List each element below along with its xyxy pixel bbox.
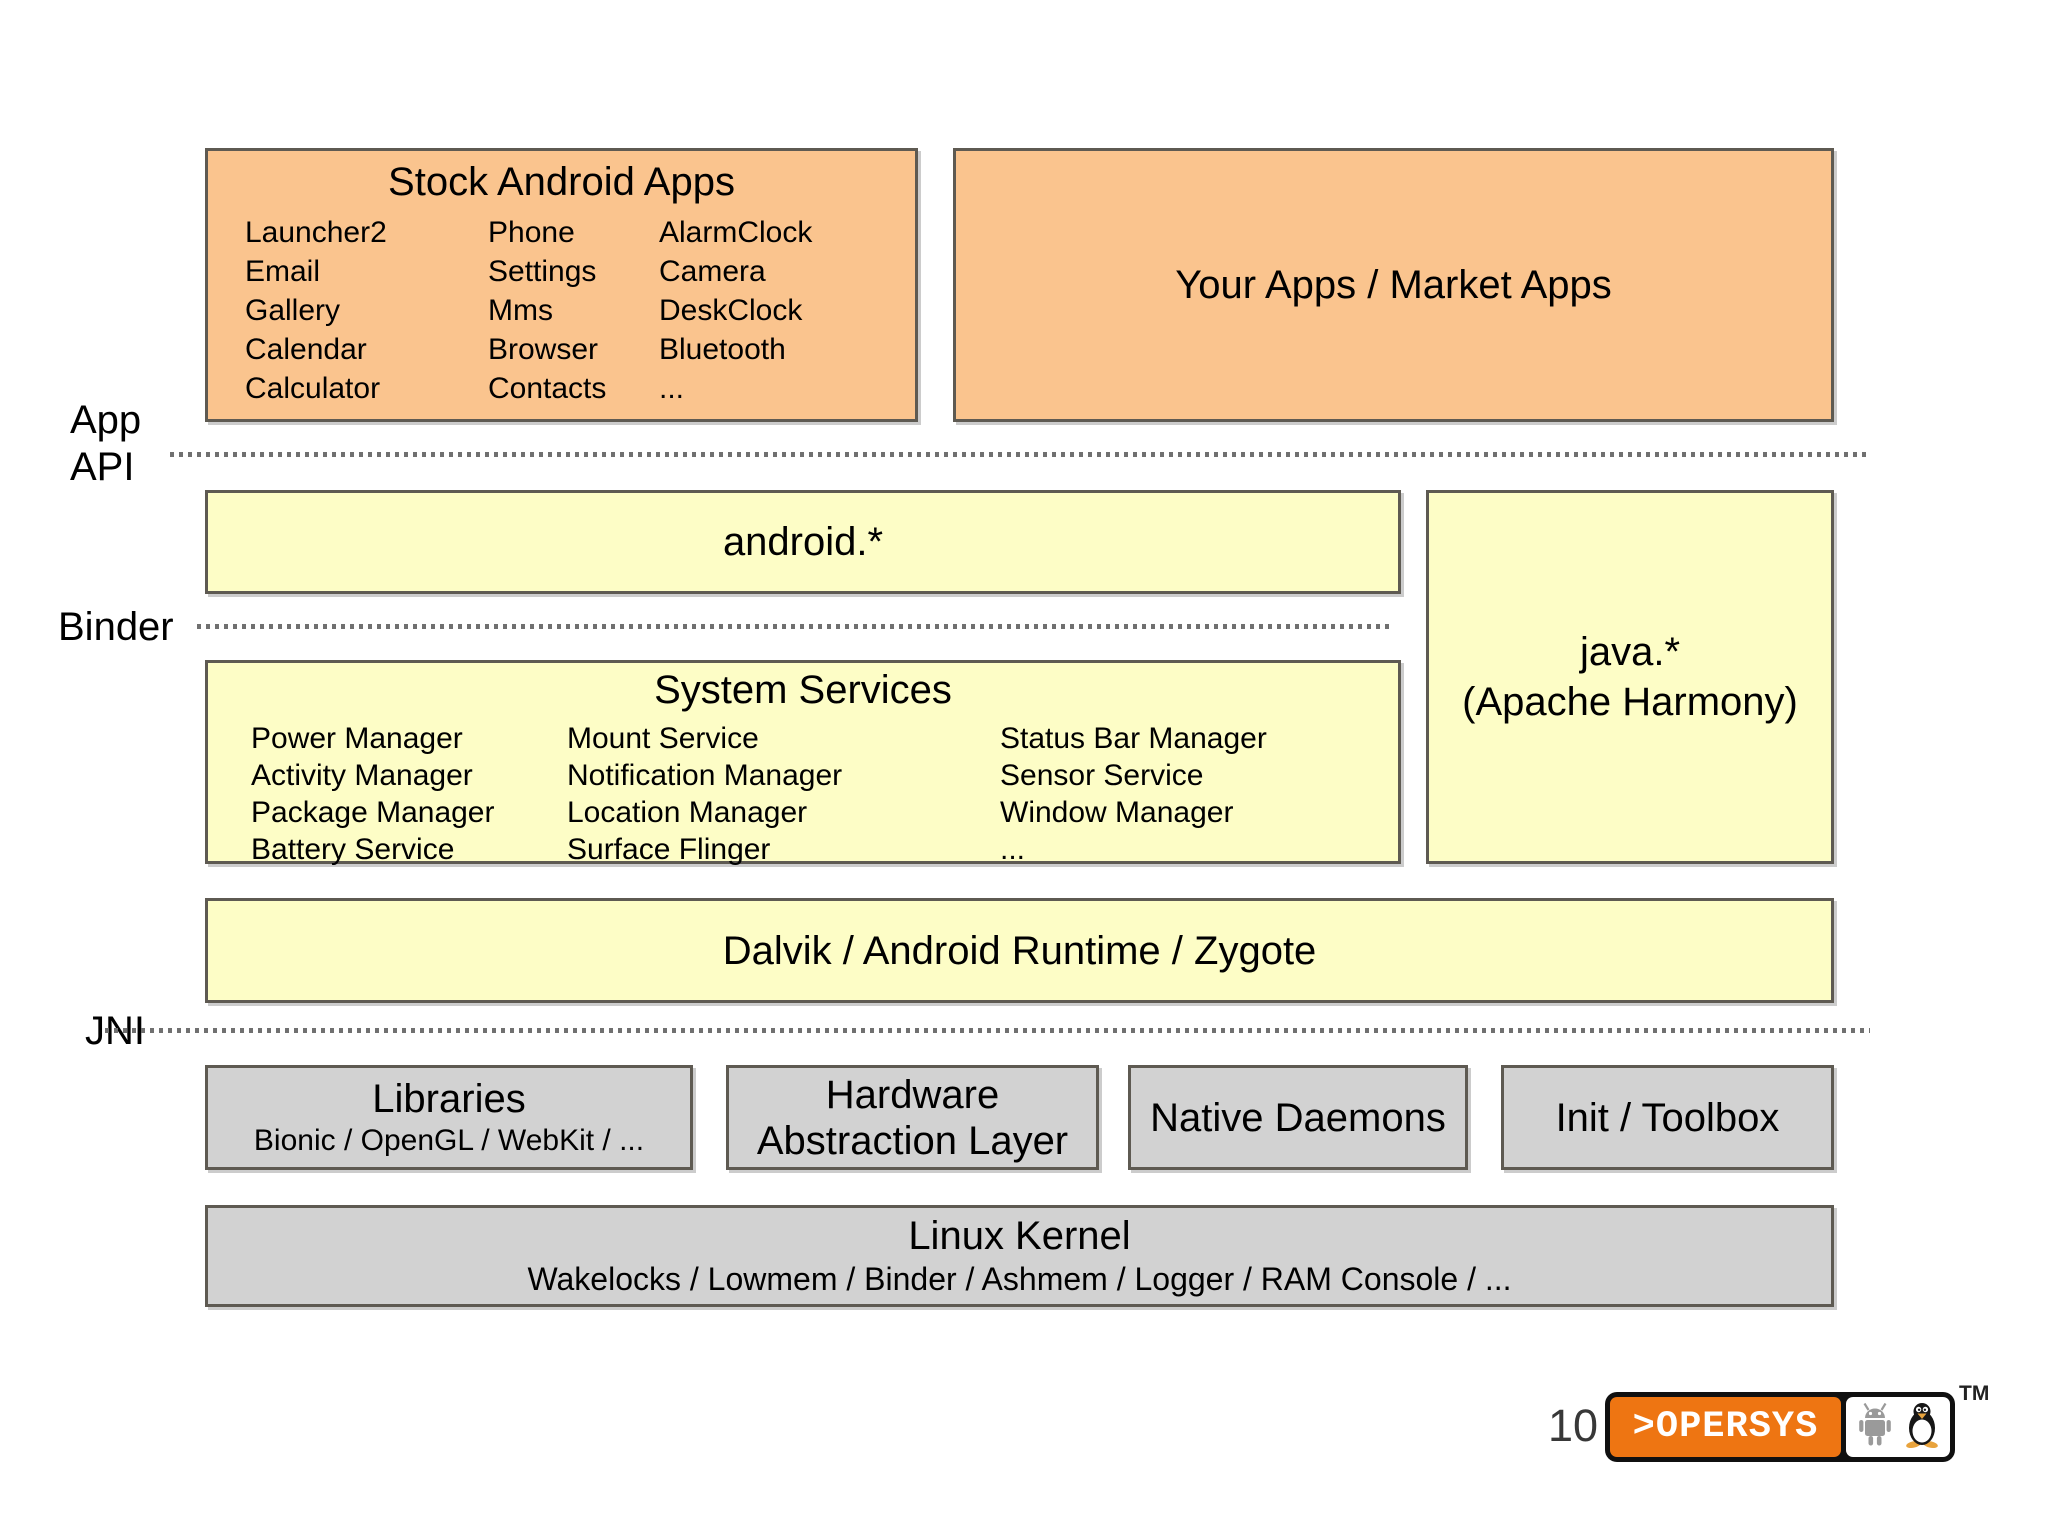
list-item: ... xyxy=(659,372,685,405)
list-item: Sensor Service xyxy=(1000,759,1204,792)
list-item: Browser xyxy=(488,333,599,366)
dalvik-runtime-box: Dalvik / Android Runtime / Zygote xyxy=(205,898,1834,1003)
list-item: Power Manager xyxy=(251,722,463,755)
native-daemons-box: Native Daemons xyxy=(1128,1065,1468,1170)
list-item: Notification Manager xyxy=(567,759,843,792)
java-api-title-line2: (Apache Harmony) xyxy=(1462,680,1798,724)
init-toolbox-title: Init / Toolbox xyxy=(1555,1095,1780,1140)
trademark-label: TM xyxy=(1959,1382,1990,1405)
opersys-logo-text: >OPERSYS xyxy=(1610,1397,1841,1457)
init-toolbox-box: Init / Toolbox xyxy=(1501,1065,1834,1170)
list-item: Battery Service xyxy=(251,833,455,866)
list-item: Calendar xyxy=(245,333,367,366)
list-item: Surface Flinger xyxy=(567,833,771,866)
list-item: Mount Service xyxy=(567,722,759,755)
linux-kernel-title: Linux Kernel xyxy=(908,1214,1131,1258)
java-api-box: java.* (Apache Harmony) xyxy=(1426,490,1834,864)
libraries-box: Libraries Bionic / OpenGL / WebKit / ... xyxy=(205,1065,693,1170)
dalvik-runtime-title: Dalvik / Android Runtime / Zygote xyxy=(722,928,1317,973)
stock-android-apps-title: Stock Android Apps xyxy=(388,160,735,204)
list-item: Activity Manager xyxy=(251,759,473,792)
opersys-logo-icons xyxy=(1846,1397,1950,1457)
list-item: Contacts xyxy=(488,372,607,405)
label-app-api-line1: App xyxy=(70,398,142,442)
app-api-separator-line xyxy=(170,452,1870,457)
linux-kernel-box: Linux Kernel Wakelocks / Lowmem / Binder… xyxy=(205,1205,1834,1307)
label-binder: Binder xyxy=(58,605,174,649)
list-item: Package Manager xyxy=(251,796,495,829)
hal-box: Hardware Abstraction Layer xyxy=(726,1065,1099,1170)
list-item: Window Manager xyxy=(1000,796,1234,829)
linux-kernel-subtitle: Wakelocks / Lowmem / Binder / Ashmem / L… xyxy=(527,1261,1512,1297)
label-app-api: App API xyxy=(70,397,141,491)
binder-separator-line xyxy=(197,624,1393,629)
list-item: Launcher2 xyxy=(245,216,387,249)
android-api-box: android.* xyxy=(205,490,1401,594)
list-item: ... xyxy=(1000,833,1026,866)
list-item: Camera xyxy=(659,255,766,288)
your-apps-box: Your Apps / Market Apps xyxy=(953,148,1834,422)
list-item: Gallery xyxy=(245,294,341,327)
hal-title: Hardware Abstraction Layer xyxy=(756,1072,1069,1163)
android-api-title: android.* xyxy=(722,520,884,564)
your-apps-title: Your Apps / Market Apps xyxy=(1175,263,1612,307)
opersys-logo: >OPERSYS xyxy=(1605,1392,1955,1462)
list-item: Location Manager xyxy=(567,796,808,829)
label-app-api-line2: API xyxy=(70,445,135,489)
android-robot-icon xyxy=(1855,1402,1895,1453)
list-item: DeskClock xyxy=(659,294,803,327)
system-services-title: System Services xyxy=(654,668,952,712)
list-item: Calculator xyxy=(245,372,381,405)
libraries-title: Libraries xyxy=(372,1076,526,1121)
list-item: Email xyxy=(245,255,321,288)
java-api-title-line1: java.* xyxy=(1579,630,1681,674)
jni-separator-line xyxy=(105,1028,1870,1033)
native-daemons-title: Native Daemons xyxy=(1150,1095,1446,1140)
list-item: Bluetooth xyxy=(659,333,786,366)
list-item: Phone xyxy=(488,216,575,249)
list-item: Settings xyxy=(488,255,597,288)
list-item: Mms xyxy=(488,294,553,327)
libraries-subtitle: Bionic / OpenGL / WebKit / ... xyxy=(253,1123,645,1157)
list-item: AlarmClock xyxy=(659,216,813,249)
list-item: Status Bar Manager xyxy=(1000,722,1267,755)
page-number: 10 xyxy=(1548,1400,1599,1451)
tux-penguin-icon xyxy=(1902,1402,1942,1453)
